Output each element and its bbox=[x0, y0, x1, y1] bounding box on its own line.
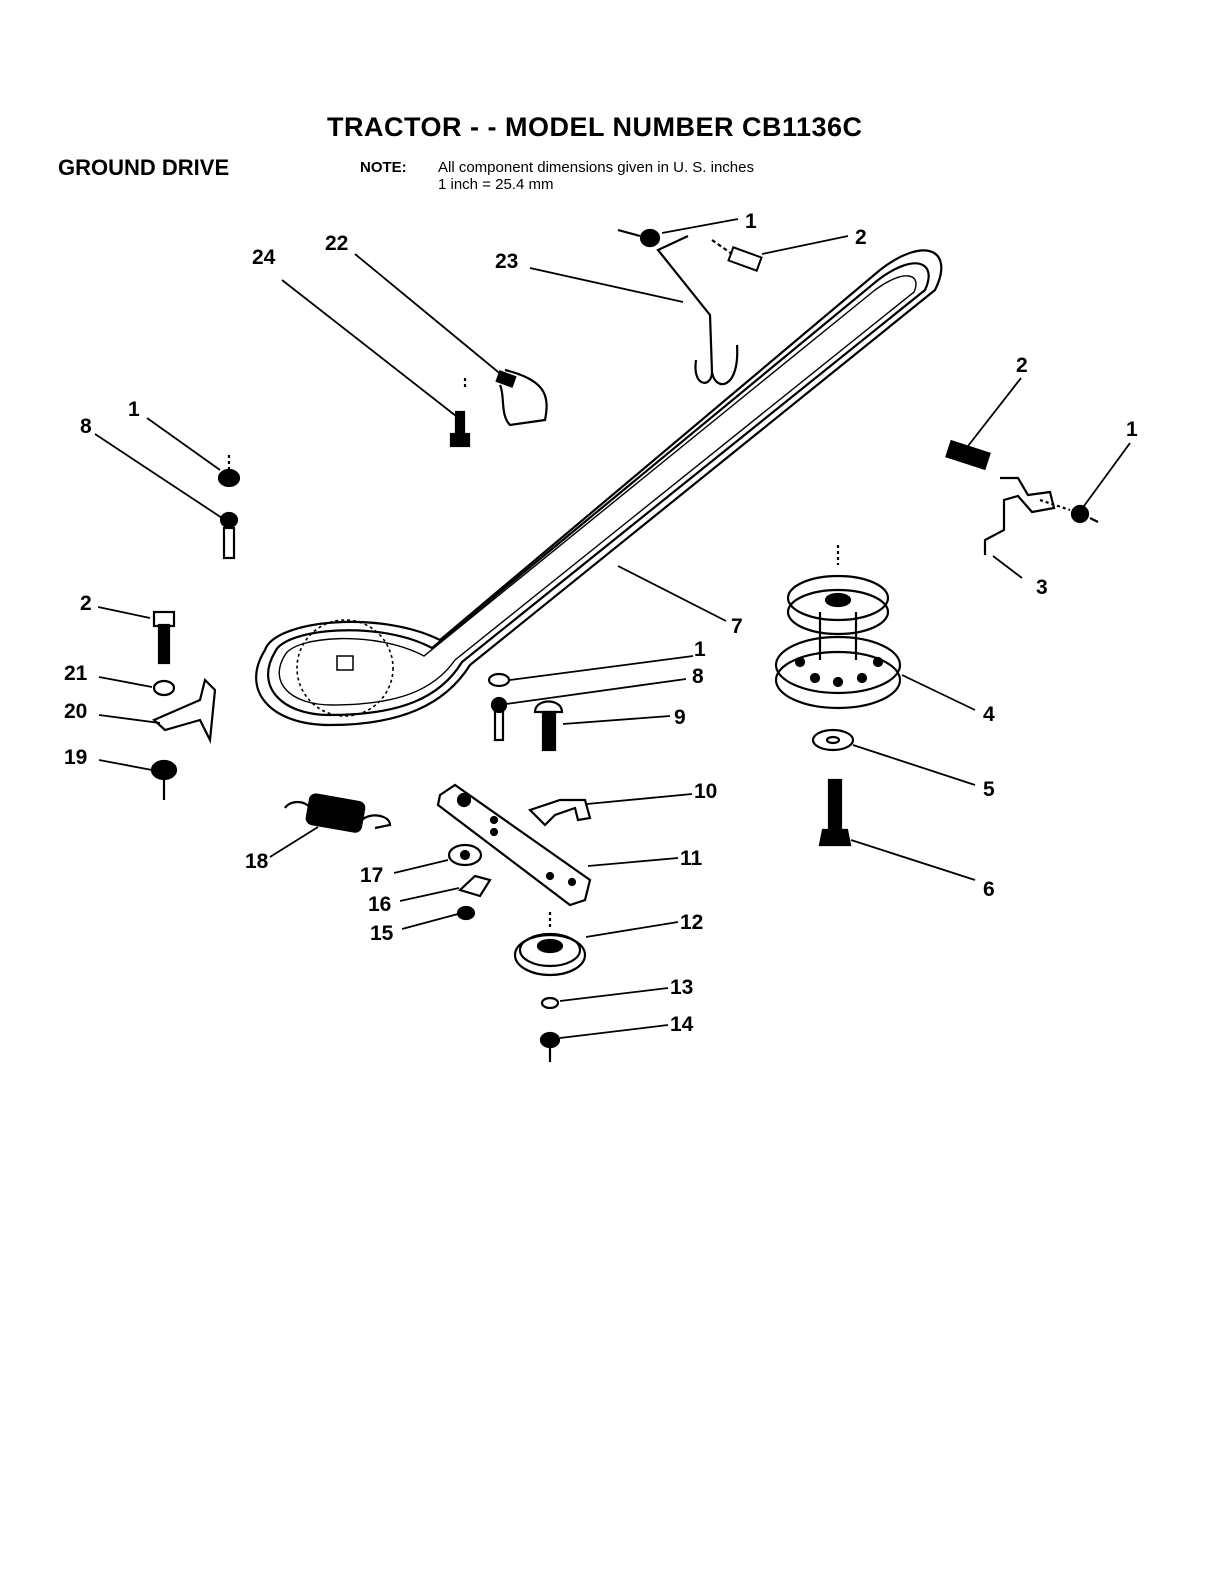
callout-23: 23 bbox=[495, 250, 518, 273]
callout-3: 3 bbox=[1036, 576, 1048, 599]
callout-10: 10 bbox=[694, 780, 717, 803]
callout-15: 15 bbox=[370, 922, 394, 945]
callout-13: 13 bbox=[670, 976, 693, 999]
idler-pulley-12 bbox=[515, 912, 585, 1062]
drive-belt bbox=[256, 250, 941, 725]
callout-1-top: 1 bbox=[745, 210, 757, 233]
callout-19: 19 bbox=[64, 746, 87, 769]
callout-8-mid: 8 bbox=[692, 665, 704, 688]
belt-guide-bracket-top bbox=[618, 230, 761, 384]
callout-4: 4 bbox=[983, 703, 995, 726]
callout-12: 12 bbox=[680, 911, 703, 934]
spring-18 bbox=[285, 794, 390, 833]
callout-2-top: 2 bbox=[855, 226, 867, 249]
callout-17: 17 bbox=[360, 864, 383, 887]
callout-22: 22 bbox=[325, 232, 348, 255]
callout-7: 7 bbox=[731, 615, 743, 638]
callout-14: 14 bbox=[670, 1013, 694, 1036]
callout-1-left: 1 bbox=[128, 398, 140, 421]
callout-6: 6 bbox=[983, 878, 995, 901]
callout-11: 11 bbox=[680, 847, 703, 870]
callout-24: 24 bbox=[252, 246, 276, 269]
callout-1-right: 1 bbox=[1126, 418, 1138, 441]
callout-numbers: 1 2 23 22 24 2 1 3 1 8 7 2 21 20 19 1 8 … bbox=[64, 210, 1138, 1036]
callout-leader-lines bbox=[95, 219, 1130, 1038]
callout-8-left: 8 bbox=[80, 415, 92, 438]
callout-9: 9 bbox=[674, 706, 686, 729]
drive-pulley-4 bbox=[776, 545, 900, 845]
belt-guide-22 bbox=[465, 370, 547, 425]
idler-arm-hardware-left bbox=[152, 612, 215, 800]
nut-and-pin-left bbox=[219, 455, 239, 558]
bolt-24 bbox=[451, 412, 469, 446]
callout-2-left: 2 bbox=[80, 592, 92, 615]
callout-16: 16 bbox=[368, 893, 391, 916]
callout-1-mid: 1 bbox=[694, 638, 706, 661]
mid-hardware bbox=[489, 674, 590, 825]
bracket-3 bbox=[947, 441, 1098, 555]
callout-21: 21 bbox=[64, 662, 88, 685]
pivot-hardware bbox=[449, 845, 490, 919]
callout-2-right: 2 bbox=[1016, 354, 1028, 377]
callout-20: 20 bbox=[64, 700, 87, 723]
callout-5: 5 bbox=[983, 778, 995, 801]
callout-18: 18 bbox=[245, 850, 269, 873]
